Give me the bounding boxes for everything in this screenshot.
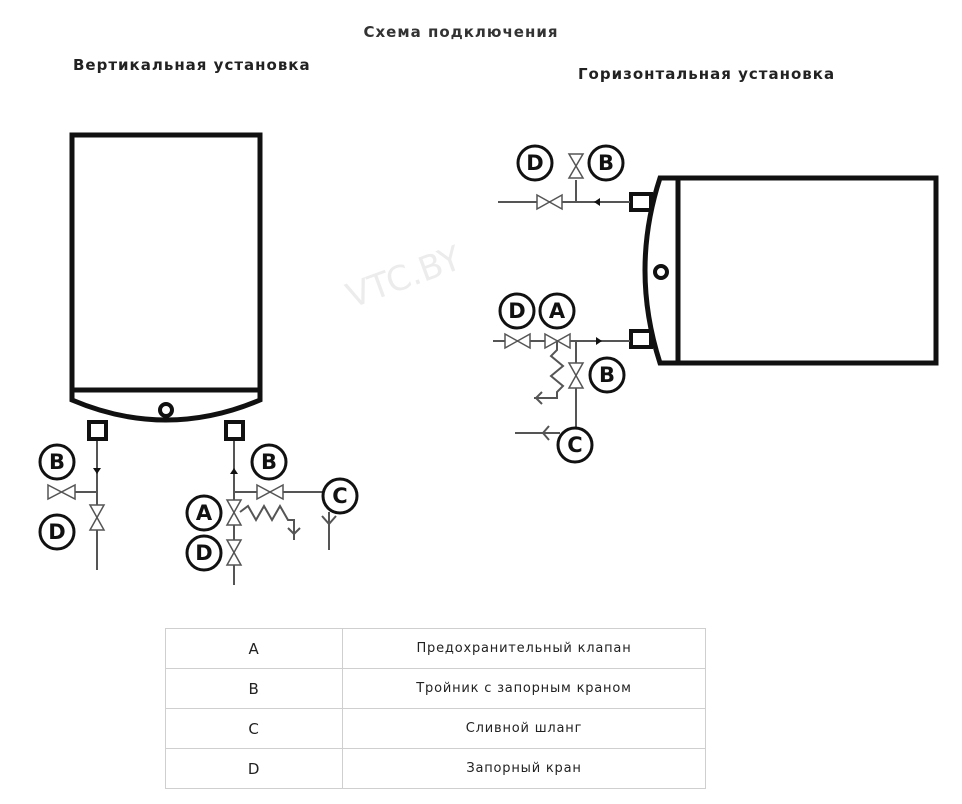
label-a: A (196, 501, 213, 525)
page-title: Схема подключения (363, 23, 559, 41)
vertical-piping (47, 441, 337, 585)
label-d: D (195, 541, 212, 565)
legend-key: B (165, 668, 343, 709)
legend-key: A (165, 628, 343, 669)
horizontal-heater (629, 175, 939, 366)
horizontal-piping (493, 153, 630, 441)
legend-description: Тройник с запорным краном (342, 668, 706, 709)
vertical-labels (38, 443, 359, 572)
label-b: B (49, 450, 65, 474)
label-b: B (598, 151, 614, 175)
label-a: A (549, 299, 566, 323)
horizontal-installation-title: Горизонтальная установка (578, 65, 836, 83)
label-d: D (48, 520, 65, 544)
legend-key: C (165, 708, 343, 749)
legend-key: D (165, 748, 343, 789)
label-b: B (599, 363, 615, 387)
legend-description: Сливной шланг (342, 708, 706, 749)
legend-description: Предохранительный клапан (342, 628, 706, 669)
watermark-text: VTC.BY (341, 238, 467, 316)
vertical-installation-title: Вертикальная установка (73, 56, 311, 74)
label-d: D (508, 299, 525, 323)
label-c: C (567, 433, 582, 457)
legend-description: Запорный кран (342, 748, 706, 789)
horizontal-labels (498, 144, 626, 464)
label-c: C (332, 484, 347, 508)
label-b: B (261, 450, 277, 474)
vertical-heater (69, 132, 263, 441)
label-d: D (526, 151, 543, 175)
